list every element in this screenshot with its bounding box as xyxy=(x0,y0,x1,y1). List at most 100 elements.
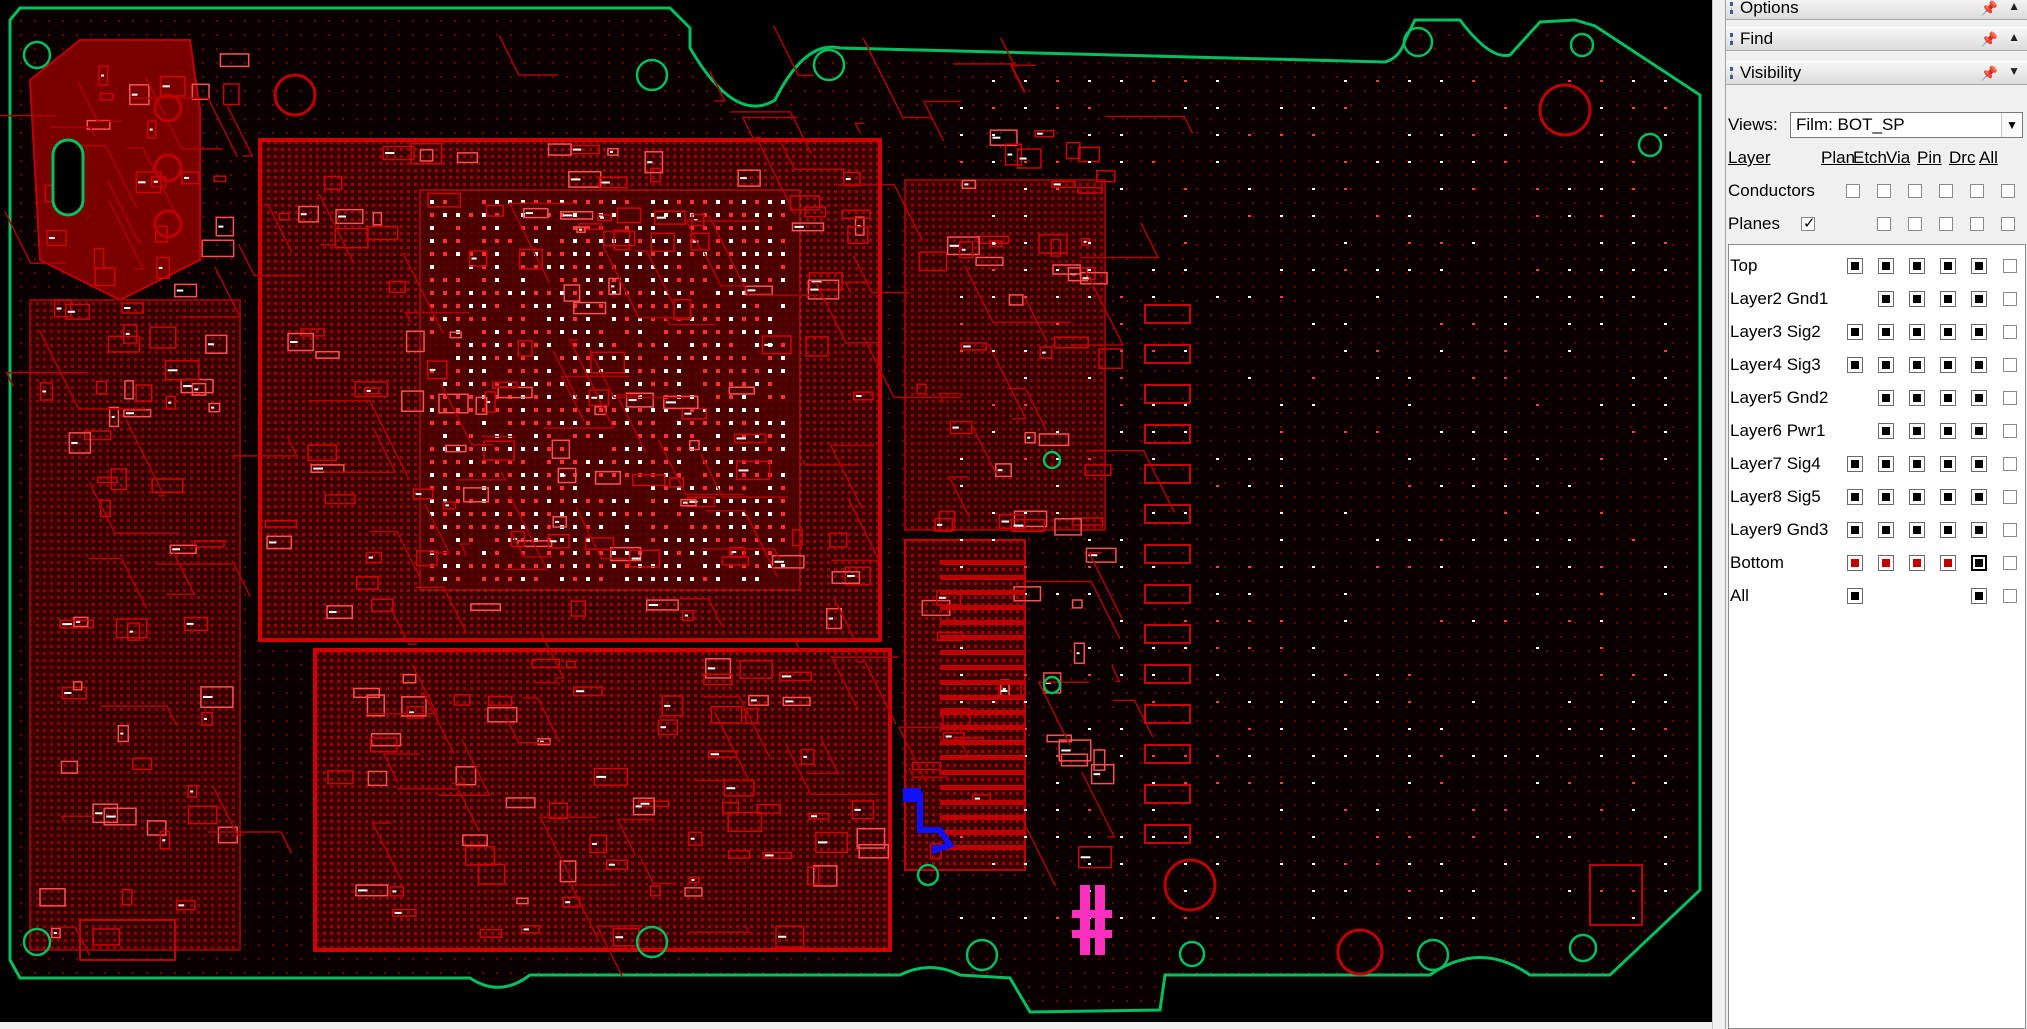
layer-color-swatch[interactable] xyxy=(1940,489,1956,505)
layer-color-swatch[interactable] xyxy=(1847,324,1863,340)
layer-color-swatch[interactable] xyxy=(1971,522,1987,538)
checkbox-planes-drc[interactable] xyxy=(1970,217,1984,231)
layer-toggle-all[interactable] xyxy=(2003,556,2017,570)
layer-toggle-all[interactable] xyxy=(2003,589,2017,603)
checkbox-planes-etch[interactable] xyxy=(1877,217,1891,231)
column-header-plan[interactable]: Plan xyxy=(1821,148,1856,167)
column-header-drc[interactable]: Drc xyxy=(1949,148,1976,167)
layer-color-swatch[interactable] xyxy=(1909,423,1925,439)
column-header-via[interactable]: Via xyxy=(1886,148,1911,167)
checkbox-conductors-pin[interactable] xyxy=(1939,184,1953,198)
layer-color-swatch[interactable] xyxy=(1971,489,1987,505)
layer-color-swatch[interactable] xyxy=(1878,390,1894,406)
layer-toggle-all[interactable] xyxy=(2003,490,2017,504)
checkbox-conductors-drc[interactable] xyxy=(1970,184,1984,198)
checkbox-planes-all[interactable] xyxy=(2001,217,2015,231)
layer-color-swatch[interactable] xyxy=(1940,258,1956,274)
options-panel-header[interactable]: Options 📌 ▲ xyxy=(1726,0,2027,20)
layer-toggle-all[interactable] xyxy=(2003,325,2017,339)
checkbox-planes-via[interactable] xyxy=(1908,217,1922,231)
layer-color-swatch[interactable] xyxy=(1909,555,1925,571)
layer-color-swatch[interactable] xyxy=(1971,456,1987,472)
layer-color-swatch[interactable] xyxy=(1878,423,1894,439)
board-slot xyxy=(51,138,85,217)
layer-color-swatch[interactable] xyxy=(1940,324,1956,340)
layer-color-swatch[interactable] xyxy=(1847,456,1863,472)
layer-color-swatch[interactable] xyxy=(1878,258,1894,274)
mount-hole xyxy=(1569,32,1595,58)
layer-color-swatch[interactable] xyxy=(1909,390,1925,406)
column-header-layer[interactable]: Layer xyxy=(1728,148,1771,167)
views-select[interactable]: Film: BOT_SP ▼ xyxy=(1790,112,2023,138)
layer-color-swatch[interactable] xyxy=(1940,555,1956,571)
find-panel-header[interactable]: Find 📌 ▲ xyxy=(1726,27,2027,51)
checkbox-planes-pin[interactable] xyxy=(1939,217,1953,231)
grip-icon xyxy=(1730,67,1736,79)
layer-color-swatch[interactable] xyxy=(1909,291,1925,307)
layer-color-swatch[interactable] xyxy=(1878,456,1894,472)
layer-color-swatch[interactable] xyxy=(1878,357,1894,373)
visibility-title: Visibility xyxy=(1740,63,1802,82)
checkbox-conductors-via[interactable] xyxy=(1908,184,1922,198)
layer-color-swatch[interactable] xyxy=(1878,489,1894,505)
layer-toggle-all[interactable] xyxy=(2003,391,2017,405)
chevron-up-icon[interactable]: ▲ xyxy=(2008,30,2020,44)
layer-color-swatch[interactable] xyxy=(1940,357,1956,373)
layer-color-swatch[interactable] xyxy=(1971,390,1987,406)
visibility-panel-header[interactable]: Visibility 📌 ▼ xyxy=(1726,61,2027,85)
layer-color-swatch[interactable] xyxy=(1909,456,1925,472)
pin-icon[interactable]: 📌 xyxy=(1980,31,1998,47)
column-header-pin[interactable]: Pin xyxy=(1917,148,1942,167)
chevron-up-icon[interactable]: ▲ xyxy=(2008,0,2020,13)
checkbox-conductors-etch[interactable] xyxy=(1877,184,1891,198)
control-panel: Options 📌 ▲ Find 📌 ▲ Visibility 📌 ▼ View… xyxy=(1725,0,2027,1029)
layer-color-swatch[interactable] xyxy=(1847,258,1863,274)
layer-color-swatch[interactable] xyxy=(1971,423,1987,439)
layer-color-swatch[interactable] xyxy=(1940,456,1956,472)
layer-color-swatch[interactable] xyxy=(1847,522,1863,538)
layer-color-swatch[interactable] xyxy=(1878,291,1894,307)
layer-color-swatch[interactable] xyxy=(1909,522,1925,538)
layer-color-swatch[interactable] xyxy=(1940,291,1956,307)
layer-toggle-all[interactable] xyxy=(2003,424,2017,438)
layer-color-swatch[interactable] xyxy=(1940,390,1956,406)
layer-color-swatch[interactable] xyxy=(1847,489,1863,505)
pcb-canvas[interactable] xyxy=(0,0,1712,1022)
layer-color-swatch[interactable] xyxy=(1909,258,1925,274)
layer-color-swatch[interactable] xyxy=(1940,522,1956,538)
layer-toggle-all[interactable] xyxy=(2003,358,2017,372)
layer-toggle-all[interactable] xyxy=(2003,292,2017,306)
checkbox-planes-plan[interactable] xyxy=(1801,214,1816,232)
layer-color-swatch[interactable] xyxy=(1878,522,1894,538)
mount-hole xyxy=(965,938,999,972)
checkbox-conductors-plan[interactable] xyxy=(1846,184,1860,198)
layer-toggle-all[interactable] xyxy=(2003,259,2017,273)
layer-color-swatch[interactable] xyxy=(1909,324,1925,340)
layer-color-swatch[interactable] xyxy=(1971,291,1987,307)
layer-color-swatch[interactable] xyxy=(1940,423,1956,439)
layer-color-swatch[interactable] xyxy=(1971,357,1987,373)
layer-color-swatch[interactable] xyxy=(1971,555,1987,571)
layer-toggle-all[interactable] xyxy=(2003,457,2017,471)
checkbox-conductors-all[interactable] xyxy=(2001,184,2015,198)
layer-color-swatch[interactable] xyxy=(1971,324,1987,340)
layer-color-swatch[interactable] xyxy=(1971,258,1987,274)
pcb-board-drawing[interactable] xyxy=(0,0,1712,1022)
column-header-all[interactable]: All xyxy=(1979,148,1998,167)
layer-color-swatch[interactable] xyxy=(1909,489,1925,505)
layer-color-swatch[interactable] xyxy=(1909,357,1925,373)
column-header-etch[interactable]: Etch xyxy=(1853,148,1888,167)
layer-color-swatch[interactable] xyxy=(1971,588,1987,604)
chevron-down-icon[interactable]: ▼ xyxy=(2001,113,2022,137)
layer-color-swatch[interactable] xyxy=(1847,357,1863,373)
layer-toggle-all[interactable] xyxy=(2003,523,2017,537)
layer-color-swatch[interactable] xyxy=(1878,555,1894,571)
pin-icon[interactable]: 📌 xyxy=(1980,65,1998,81)
panel-splitter[interactable] xyxy=(1712,0,1726,1029)
layer-color-swatch[interactable] xyxy=(1847,588,1863,604)
layer-color-swatch[interactable] xyxy=(1847,555,1863,571)
chevron-down-icon[interactable]: ▼ xyxy=(2008,64,2020,78)
mount-hole xyxy=(1416,938,1450,972)
pin-icon[interactable]: 📌 xyxy=(1980,0,1998,16)
layer-color-swatch[interactable] xyxy=(1878,324,1894,340)
